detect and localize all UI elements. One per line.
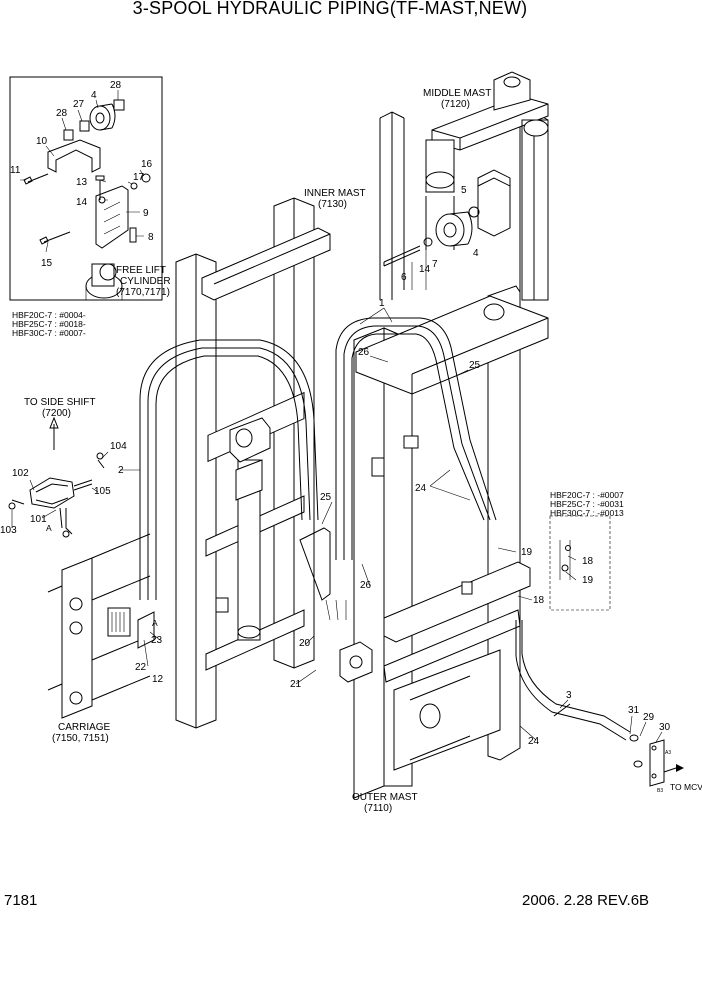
callout-20: 20 (299, 638, 311, 649)
port-mark-b3: B3 (657, 788, 663, 794)
callout-17: 17 (133, 172, 145, 183)
callout-2: 2 (118, 465, 124, 476)
callout-14b: 14 (419, 264, 431, 275)
roller-4-inset (89, 103, 116, 131)
side-shift-fittings (8, 452, 105, 538)
free-lift-cylinder-head (85, 263, 123, 300)
serial-note-left-1: HBF20C-7 : #0004- (12, 310, 86, 320)
callout-11: 11 (10, 165, 21, 176)
callout-7: 7 (432, 259, 438, 270)
diagram-title: 3-SPOOL HYDRAULIC PIPING(TF-MAST,NEW) (132, 0, 528, 18)
callout-19b: 19 (582, 575, 594, 586)
carriage-label: CARRIAGE (58, 722, 111, 733)
callout-16: 16 (141, 159, 153, 170)
hoses-2 (139, 339, 319, 600)
callout-26b: 26 (360, 580, 372, 591)
free-lift-label: FREE LIFT (116, 265, 166, 276)
callout-4: 4 (91, 90, 97, 101)
callout-25: 25 (469, 360, 481, 371)
free-lift-label-2: CYLINDER (120, 276, 171, 287)
callout-22: 22 (135, 662, 147, 673)
callout-28b: 28 (56, 108, 68, 119)
middle-mast-label: MIDDLE MAST (423, 88, 491, 99)
inner-mast-code: (7130) (318, 199, 347, 210)
serial-note-right-3: HBF30C-7 : -#0013 (550, 508, 624, 518)
mcv-bracket (649, 739, 665, 787)
callout-a1: A (46, 523, 52, 533)
callout-4b: 4 (473, 248, 479, 259)
carriage (47, 533, 155, 719)
outer-mast (339, 285, 549, 799)
port-mark-a3: A3 (665, 750, 671, 756)
callout-19: 19 (521, 547, 533, 558)
to-side-shift-label: TO SIDE SHIFT (24, 397, 96, 408)
carriage-code: (7150, 7151) (52, 733, 109, 744)
middle-mast-code: (7120) (441, 99, 470, 110)
revision-date: 2006. 2.28 REV.6B (522, 892, 650, 909)
plate-9 (95, 185, 129, 249)
serial-note-right-1: HBF20C-7 : -#0007 (550, 490, 624, 500)
callout-14: 14 (76, 197, 88, 208)
inner-mast (175, 197, 331, 729)
callout-15: 15 (41, 258, 53, 269)
page-number: 7181 (4, 892, 38, 909)
outer-mast-label: OUTER MAST (352, 792, 418, 803)
inner-mast-label: INNER MAST (304, 188, 366, 199)
callout-24b: 24 (528, 736, 540, 747)
callout-5: 5 (461, 185, 467, 196)
serial-note-right-2: HBF25C-7 : -#0031 (550, 499, 624, 509)
callout-18: 18 (582, 556, 594, 567)
callout-8: 8 (148, 232, 154, 243)
callout-105: 105 (94, 486, 111, 497)
callout-24: 24 (415, 483, 427, 494)
callout-a2: A (152, 618, 158, 628)
callout-27: 27 (73, 99, 85, 110)
callout-18b: 18 (533, 595, 545, 606)
callout-3: 3 (566, 690, 572, 701)
callout-102: 102 (12, 468, 29, 479)
middle-mast (379, 71, 549, 301)
callout-104: 104 (110, 441, 127, 452)
callout-26: 26 (358, 347, 370, 358)
outer-mast-code: (7110) (364, 803, 392, 814)
callout-29: 29 (643, 712, 655, 723)
serial-note-left-3: HBF30C-7 : #0007- (12, 328, 86, 338)
callout-23: 23 (151, 635, 163, 646)
callout-30: 30 (659, 722, 671, 733)
callout-28: 28 (110, 80, 122, 91)
serial-inset-box (549, 515, 611, 611)
callout-103: 103 (0, 525, 17, 536)
callout-25b: 25 (320, 492, 332, 503)
callout-21: 21 (290, 679, 302, 690)
hoses-1 (299, 317, 497, 621)
bracket-10 (47, 139, 101, 173)
callout-9: 9 (143, 208, 149, 219)
callout-6: 6 (401, 272, 407, 283)
callout-101: 101 (30, 514, 47, 525)
to-mcv-label: TO MCV (670, 782, 702, 792)
free-lift-code: (7170,7171) (116, 287, 170, 298)
to-side-shift-code: (7200) (42, 408, 71, 419)
callout-1: 1 (379, 298, 385, 309)
callout-13: 13 (76, 177, 88, 188)
callout-31: 31 (628, 705, 640, 716)
callout-10: 10 (36, 136, 48, 147)
serial-note-left-2: HBF25C-7 : #0018- (12, 319, 86, 329)
callout-12: 12 (152, 674, 164, 685)
pipe-3 (515, 620, 643, 768)
